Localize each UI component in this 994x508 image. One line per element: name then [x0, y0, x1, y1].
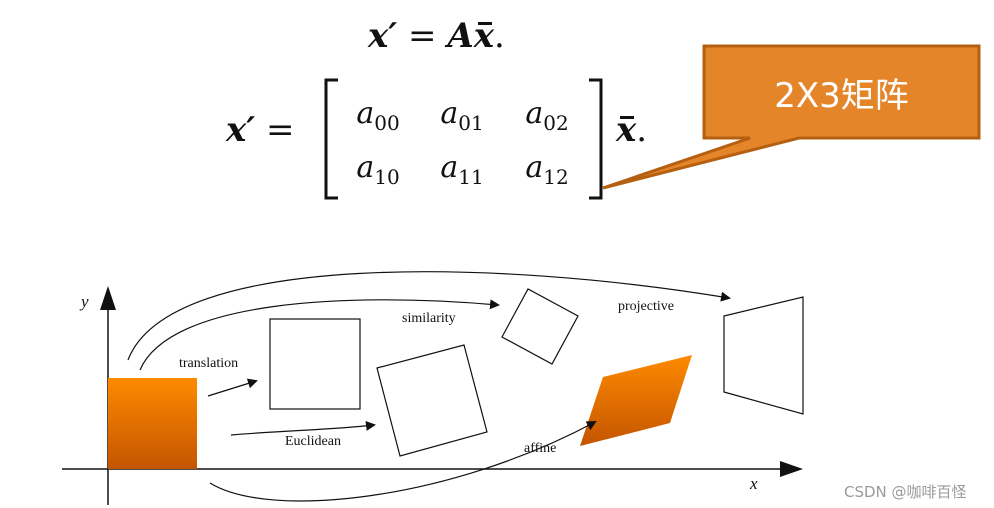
matrix-a-symbol: A: [447, 16, 474, 56]
equals-sign: =: [255, 110, 295, 150]
projective-label: projective: [618, 299, 674, 314]
affine-parallelogram: [580, 355, 692, 446]
projective-arrow: [127, 271, 731, 361]
x-axis-arrowhead: [780, 461, 803, 477]
similarity-arrow: [139, 299, 500, 371]
similarity-square: [501, 288, 579, 365]
matrix-cell-a02: a02: [525, 96, 569, 135]
matrix-cell-a11: a11: [440, 150, 484, 189]
y-axis-arrowhead: [100, 286, 116, 310]
equation-period: .: [636, 110, 648, 150]
x-prime-symbol: x′: [226, 110, 256, 150]
equation-expanded-lhs: x′ =: [226, 110, 295, 150]
x-axis-label: x: [750, 474, 758, 493]
equation-period: .: [494, 16, 505, 56]
projective-quad: [723, 296, 804, 415]
euclidean-label: Euclidean: [285, 434, 341, 449]
equation-expanded-rhs: x.: [616, 110, 647, 150]
matrix-cell-a00: a00: [356, 96, 400, 135]
translated-square: [269, 318, 361, 410]
euclidean-square: [376, 344, 488, 457]
euclidean-arrow: [230, 420, 376, 436]
y-axis-label: y: [81, 292, 89, 311]
equation-affine-compact: x′ = Ax.: [368, 16, 505, 56]
translation-arrow: [207, 378, 258, 397]
affine-label: affine: [524, 441, 557, 456]
similarity-label: similarity: [402, 311, 456, 326]
original-square: [108, 378, 197, 469]
affine-arrow: [209, 421, 597, 502]
matrix-cell-a01: a01: [440, 96, 484, 135]
x-bar-symbol: x: [473, 16, 495, 56]
x-bar-symbol: x: [616, 110, 637, 150]
callout-label: 2X3矩阵: [774, 75, 909, 116]
matrix-cell-a12: a12: [525, 150, 569, 189]
translation-label: translation: [179, 356, 239, 371]
matrix-cell-a10: a10: [356, 150, 400, 189]
equals-sign: =: [397, 16, 448, 56]
x-prime-symbol: x′: [368, 16, 398, 56]
watermark: CSDN @咖啡百怪: [844, 483, 967, 501]
